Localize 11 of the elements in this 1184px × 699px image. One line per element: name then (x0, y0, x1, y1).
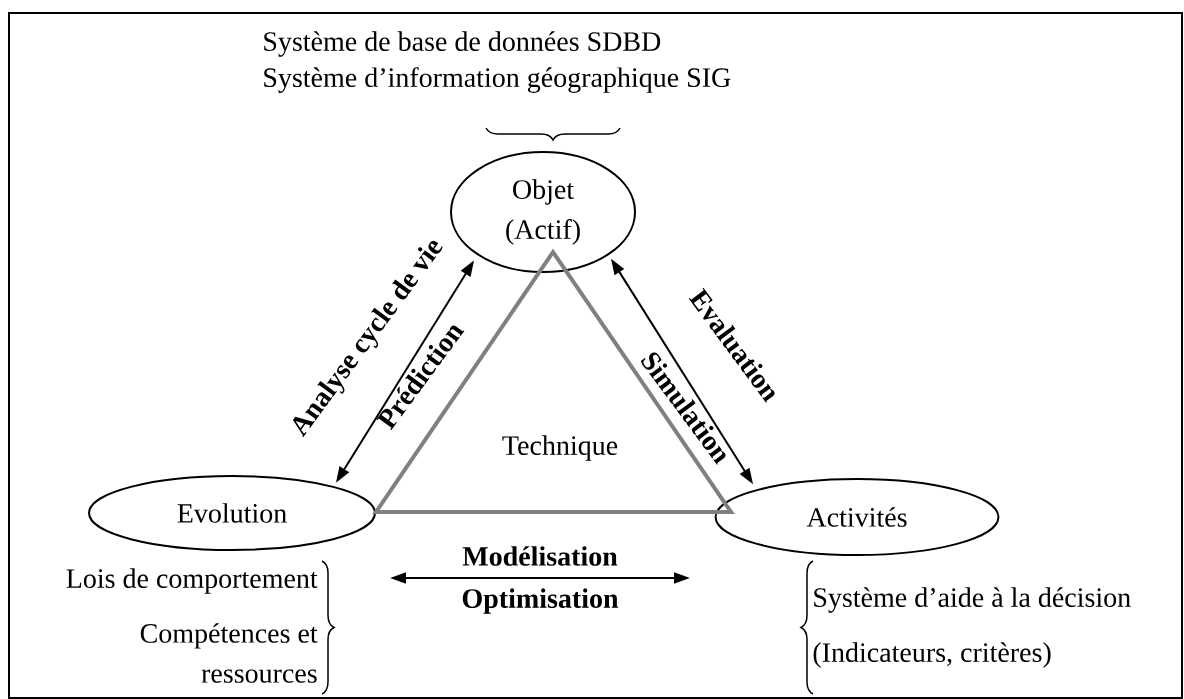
arrow-label: Modélisation (462, 546, 618, 566)
ellipse-node: Activités (714, 478, 1000, 556)
annotation-text: Système d’aide à la décision (814, 587, 1131, 613)
annotation-text: Lois de comportement (66, 568, 318, 594)
annotation-text: Compétences et ressources (140, 623, 318, 683)
arrow-label: Optimisation (462, 588, 619, 614)
annotation-text: Système d’information géographique SIG (264, 67, 731, 93)
ellipse-node: Evolution (88, 475, 376, 551)
annotation-text: Système de base de données SDBD (264, 31, 661, 57)
ellipse-node: Objet (Actif) (450, 151, 636, 273)
annotation-text: (Indicateurs, critères) (813, 642, 1051, 668)
